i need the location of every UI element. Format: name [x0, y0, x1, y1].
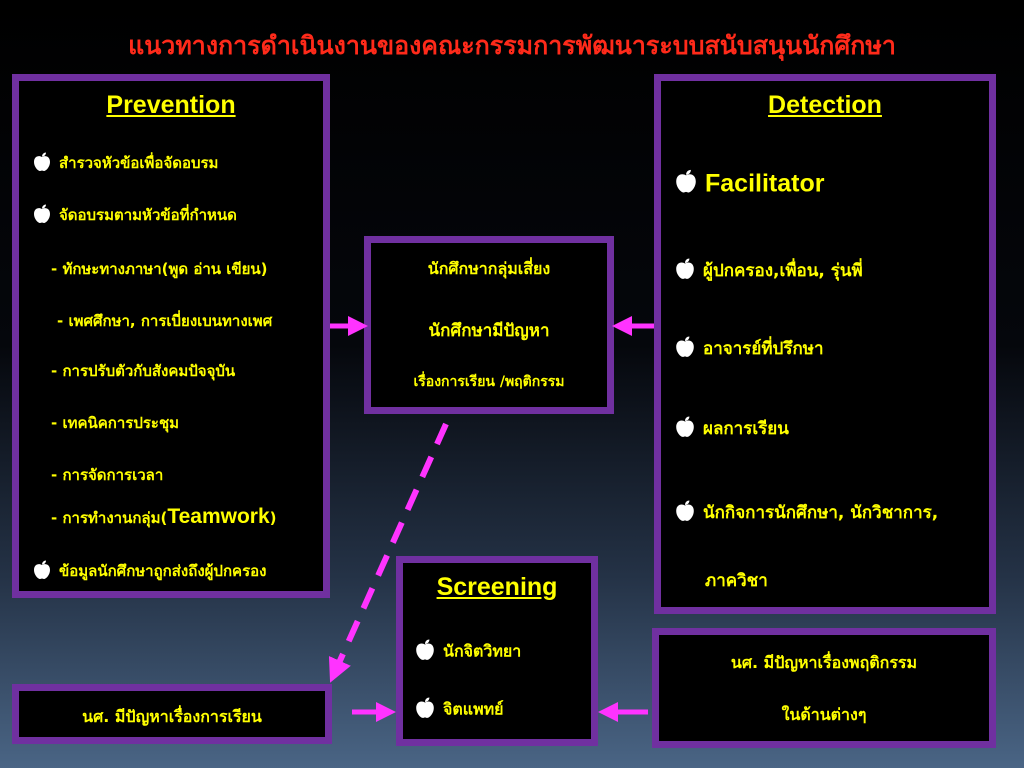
apple-icon	[415, 639, 435, 665]
screening-item-text: นักจิตวิทยา	[443, 641, 522, 661]
apple-icon	[33, 560, 51, 584]
apple-icon	[415, 697, 435, 723]
detection-item-text: ผู้ปกครอง,เพื่อน, รุ่นพี่	[703, 261, 863, 281]
prevention-subitem: - การจัดการเวลา	[51, 466, 164, 484]
prevention-item-parents: ข้อมูลนักศึกษาถูกส่งถึงผู้ปกครอง	[33, 559, 266, 584]
detection-item-department: ภาควิชา	[705, 571, 768, 591]
apple-icon	[675, 500, 695, 527]
learning-problem-box: นศ. มีปัญหาเรื่องการเรียน	[12, 684, 332, 744]
prevention-item-text: ข้อมูลนักศึกษาถูกส่งถึงผู้ปกครอง	[59, 562, 267, 580]
detection-item-text: นักกิจการนักศึกษา, นักวิชาการ,	[703, 503, 939, 523]
detection-heading: Detection	[768, 91, 882, 119]
prevention-box: Prevention สำรวจหัวข้อเพื่อจัดอบรม จัดอบ…	[12, 74, 330, 598]
arrow-risk-to-learning-dashed	[328, 422, 449, 683]
behavior-problem-box: นศ. มีปัญหาเรื่องพฤติกรรม ในด้านต่างๆ	[652, 628, 996, 748]
screening-heading: Screening	[436, 573, 558, 601]
apple-icon	[33, 204, 51, 228]
prevention-item-text: จัดอบรมตามหัวข้อที่กำหนด	[59, 206, 237, 224]
prevention-subitem: - เทคนิคการประชุม	[51, 414, 180, 432]
prevention-item-training: จัดอบรมตามหัวข้อที่กำหนด	[33, 203, 237, 228]
detection-item-parents: ผู้ปกครอง,เพื่อน, รุ่นพี่	[675, 257, 863, 285]
detection-item-text: Facilitator	[705, 169, 825, 198]
prevention-subitem: - การปรับตัวกับสังคมปัจจุบัน	[51, 362, 236, 380]
prevention-subitem: - ทักษะทางภาษา(พูด อ่าน เขียน)	[51, 260, 268, 278]
screening-box: Screening นักจิตวิทยา จิตแพทย์	[396, 556, 598, 746]
screening-item-text: จิตแพทย์	[443, 699, 504, 719]
prevention-heading: Prevention	[106, 91, 236, 119]
page-title: แนวทางการดำเนินงานของคณะกรรมการพัฒนาระบบ…	[128, 31, 896, 60]
apple-icon	[33, 152, 51, 176]
detection-item-staff: นักกิจการนักศึกษา, นักวิชาการ,	[675, 499, 938, 527]
screening-item-psychiatrist: จิตแพทย์	[415, 697, 504, 723]
apple-icon	[675, 416, 695, 443]
prevention-item-survey: สำรวจหัวข้อเพื่อจัดอบรม	[33, 151, 218, 176]
prevention-subitem-teamwork: - การทำงานกลุ่ม(Teamwork)	[51, 505, 277, 530]
risk-line-3: เรื่องการเรียน /พฤติกรรม	[413, 374, 565, 390]
detection-item-text: ผลการเรียน	[703, 419, 789, 439]
learning-problem-text: นศ. มีปัญหาเรื่องการเรียน	[82, 707, 262, 726]
detection-item-advisor: อาจารย์ที่ปรึกษา	[675, 335, 824, 363]
detection-item-grades: ผลการเรียน	[675, 415, 789, 443]
screening-item-psychologist: นักจิตวิทยา	[415, 639, 521, 665]
apple-icon	[675, 258, 695, 285]
risk-line-1: นักศึกษากลุ่มเสี่ยง	[427, 259, 551, 278]
teamwork-suffix: )	[269, 509, 277, 527]
risk-line-2: นักศึกษามีปัญหา	[428, 321, 550, 341]
teamwork-word: Teamwork	[167, 505, 270, 528]
teamwork-prefix: - การทำงานกลุ่ม(	[51, 509, 168, 527]
behavior-problem-line-2: ในด้านต่างๆ	[781, 705, 867, 724]
detection-item-facilitator: Facilitator	[675, 169, 824, 201]
prevention-subitem: - เพศศึกษา, การเบี่ยงเบนทางเพศ	[57, 312, 273, 330]
prevention-item-text: สำรวจหัวข้อเพื่อจัดอบรม	[59, 154, 219, 172]
apple-icon	[675, 169, 697, 201]
behavior-problem-line-1: นศ. มีปัญหาเรื่องพฤติกรรม	[730, 653, 918, 672]
detection-item-text: อาจารย์ที่ปรึกษา	[703, 339, 824, 359]
apple-icon	[675, 336, 695, 363]
risk-group-box: นักศึกษากลุ่มเสี่ยง นักศึกษามีปัญหา เรื่…	[364, 236, 614, 414]
detection-box: Detection Facilitator ผู้ปกครอง,เพื่อน, …	[654, 74, 996, 614]
